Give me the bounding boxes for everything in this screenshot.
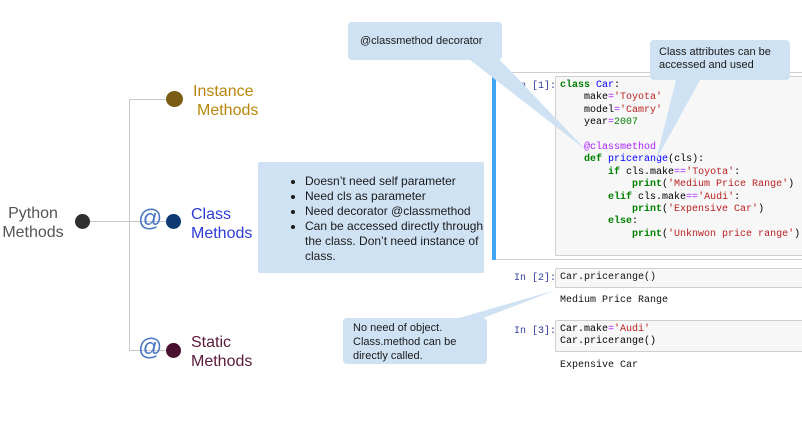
attributes-callout-text: Class attributes can be accessed and use… <box>659 46 771 71</box>
code-line: Car.make='Audi' <box>560 324 651 335</box>
class-label-line2: Methods <box>191 225 253 242</box>
cell2-output: Medium Price Range <box>560 295 669 306</box>
static-at-icon: @ <box>138 334 163 361</box>
static-label: Static Methods <box>191 333 252 371</box>
code-line: model='Camry' <box>560 104 663 116</box>
cell3-prompt: In [3]: <box>514 326 557 337</box>
instance-label-line1: Instance <box>193 83 254 100</box>
no-object-line: No need of object. <box>353 322 443 334</box>
cell1-prompt: In [1]: <box>514 81 557 92</box>
static-label-line2: Methods <box>191 353 253 370</box>
code-line: else: <box>608 216 639 228</box>
decorator-callout-text: @classmethod decorator <box>360 35 483 47</box>
code-line: if cls.make=='Toyota': <box>608 166 741 178</box>
vertical-trunk <box>129 99 130 351</box>
class-dot <box>166 214 181 229</box>
static-branch <box>129 350 167 351</box>
cell1-code[interactable]: class Car: make='Toyota' model='Camry' y… <box>560 80 800 241</box>
cell3-code[interactable]: Car.make='Audi' Car.pricerange() <box>560 324 656 349</box>
cell3-output: Expensive Car <box>560 360 639 371</box>
cell2-prompt: In [2]: <box>514 273 557 284</box>
class-label: Class Methods <box>191 205 252 243</box>
no-object-callout-tail <box>452 290 556 320</box>
root-label-line1: Python <box>8 205 58 222</box>
code-line: print('Expensive Car') <box>632 203 765 215</box>
root-label-line2: Methods <box>2 224 64 241</box>
cell2-code-box[interactable] <box>555 268 802 288</box>
property-item: Need decorator @classmethod <box>305 204 484 219</box>
code-line <box>560 130 800 142</box>
property-item: Need cls as parameter <box>305 189 484 204</box>
root-dot <box>75 214 90 229</box>
no-object-line: Class.method can be <box>353 336 457 348</box>
static-dot <box>166 343 181 358</box>
class-method-properties-callout: Doesn’t need self parameter Need cls as … <box>258 162 484 273</box>
code-line: class Car: <box>560 80 621 91</box>
code-line: Car.pricerange() <box>560 336 657 348</box>
code-line: print('Medium Price Range') <box>632 179 795 191</box>
instance-label-line2: Methods <box>197 102 259 119</box>
active-cell-border <box>496 72 802 260</box>
code-line: @classmethod <box>584 141 657 153</box>
property-item: Can be accessed directly through the cla… <box>305 219 484 264</box>
class-label-line1: Class <box>191 206 232 223</box>
static-label-line1: Static <box>191 334 232 351</box>
class-at-icon: @ <box>138 205 163 232</box>
active-cell-indicator <box>492 72 496 260</box>
cell2-code[interactable]: Car.pricerange() <box>560 272 657 283</box>
decorator-callout: @classmethod decorator <box>348 22 502 60</box>
root-connector <box>88 221 130 222</box>
instance-dot <box>166 91 183 107</box>
class-method-properties-list: Doesn’t need self parameter Need cls as … <box>258 174 484 264</box>
class-branch <box>129 221 167 222</box>
no-object-line: directly called. <box>353 350 423 362</box>
code-line: elif cls.make=='Audi': <box>608 191 741 203</box>
code-line: make='Toyota' <box>560 92 663 104</box>
no-object-callout: No need of object. Class.method can be d… <box>343 318 487 364</box>
cell3-code-box[interactable] <box>555 320 802 352</box>
code-line: def pricerange(cls): <box>584 154 705 166</box>
property-item: Doesn’t need self parameter <box>305 174 484 189</box>
instance-branch <box>129 99 167 100</box>
instance-label: Instance Methods <box>193 82 258 120</box>
attributes-callout: Class attributes can be accessed and use… <box>650 40 790 80</box>
code-line: year=2007 <box>560 117 639 129</box>
root-label: Python Methods <box>0 204 66 242</box>
code-line: print('Unknwon price range') <box>632 228 801 240</box>
